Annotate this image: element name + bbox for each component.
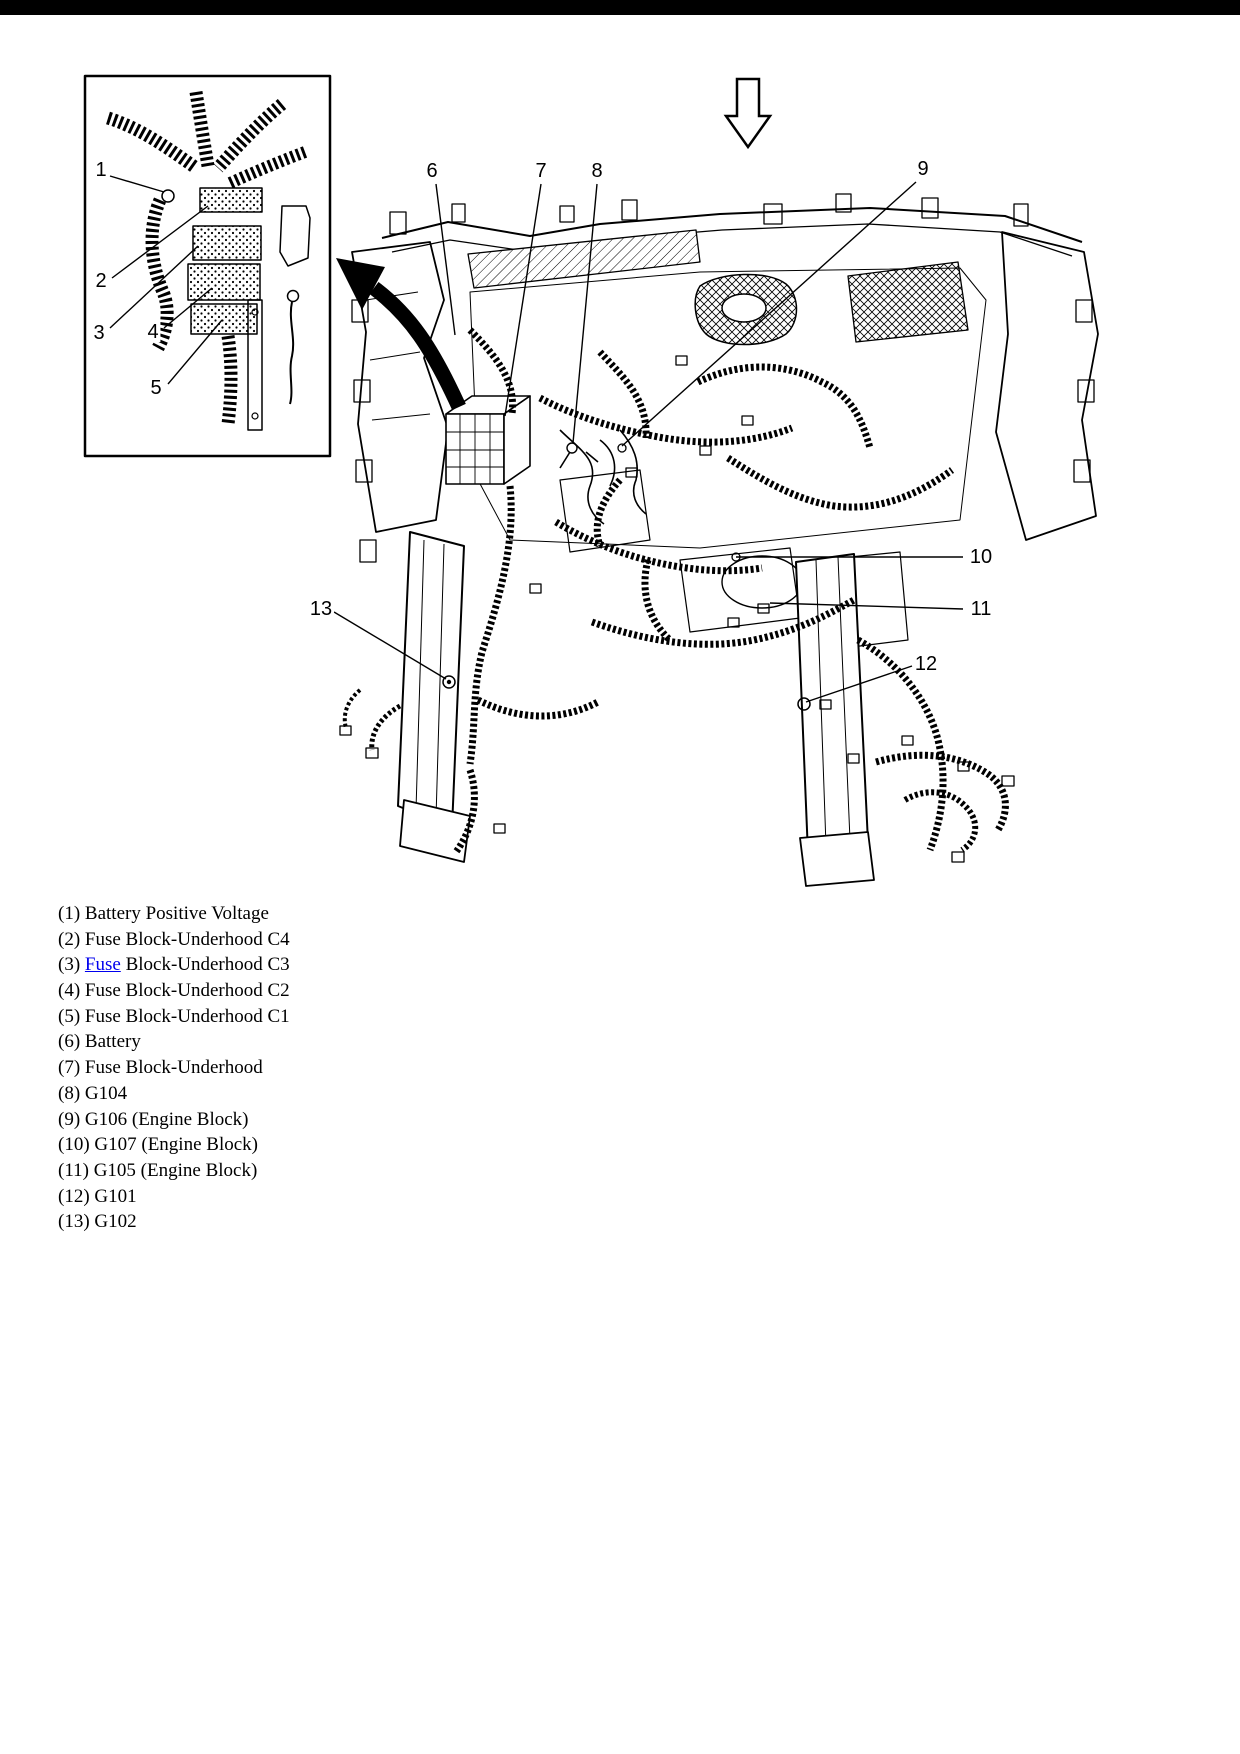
fuse-link[interactable]: Fuse <box>84 954 121 976</box>
leader-lines <box>109 175 964 703</box>
legend-item-3: (3) Fuse Block-Underhood C3 <box>58 952 290 978</box>
callout-7: 7 <box>533 160 549 182</box>
legend-item-4: (4) Fuse Block-Underhood C2 <box>58 978 290 1004</box>
legend: (1) Battery Positive Voltage (2) Fuse Bl… <box>58 901 290 1235</box>
legend-item-label: (2) Fuse Block-Underhood C4 <box>58 928 290 950</box>
callout-5: 5 <box>148 377 164 399</box>
legend-item-2: (2) Fuse Block-Underhood C4 <box>58 927 290 953</box>
curved-arrow-icon <box>336 258 466 411</box>
callout-12: 12 <box>912 653 940 675</box>
legend-item-9: (9) G106 (Engine Block) <box>58 1107 290 1133</box>
callout-11: 11 <box>968 598 994 620</box>
callout-9: 9 <box>915 158 931 180</box>
callout-3: 3 <box>91 322 107 344</box>
legend-item-5: (5) Fuse Block-Underhood C1 <box>58 1004 290 1030</box>
legend-item-label: (7) Fuse Block-Underhood <box>58 1057 263 1079</box>
legend-item-label: (9) G106 (Engine Block) <box>58 1108 249 1130</box>
callout-6: 6 <box>424 160 440 182</box>
legend-item-11: (11) G105 (Engine Block) <box>58 1158 290 1184</box>
callout-4: 4 <box>145 321 161 343</box>
legend-item-prefix: (3) <box>58 954 85 976</box>
legend-item-10: (10) G107 (Engine Block) <box>58 1132 290 1158</box>
legend-item-label: (13) G102 <box>58 1211 137 1233</box>
callout-10: 10 <box>967 546 995 568</box>
legend-item-suffix: Block-Underhood C3 <box>120 954 290 976</box>
legend-item-7: (7) Fuse Block-Underhood <box>58 1055 290 1081</box>
callout-1: 1 <box>93 159 109 181</box>
legend-item-1: (1) Battery Positive Voltage <box>58 901 290 927</box>
legend-item-label: (11) G105 (Engine Block) <box>58 1159 258 1181</box>
legend-item-label: (4) Fuse Block-Underhood C2 <box>58 980 290 1002</box>
legend-item-label: (12) G101 <box>58 1185 137 1207</box>
legend-item-label: (5) Fuse Block-Underhood C1 <box>58 1005 290 1027</box>
legend-item-label: (8) G104 <box>58 1082 128 1104</box>
legend-item-label: (10) G107 (Engine Block) <box>58 1134 258 1156</box>
legend-item-label: (6) Battery <box>58 1031 141 1053</box>
legend-item-6: (6) Battery <box>58 1029 290 1055</box>
down-arrow-icon <box>723 77 773 150</box>
inset-detail-drawing <box>83 74 332 458</box>
legend-item-13: (13) G102 <box>58 1209 290 1235</box>
legend-item-label: (1) Battery Positive Voltage <box>58 903 269 924</box>
callout-8: 8 <box>589 160 605 182</box>
callout-2: 2 <box>93 270 109 292</box>
legend-item-12: (12) G101 <box>58 1184 290 1210</box>
legend-item-8: (8) G104 <box>58 1081 290 1107</box>
top-border-bar <box>0 0 1240 15</box>
engine-compartment-drawing <box>339 193 1099 887</box>
callout-13: 13 <box>307 598 335 620</box>
